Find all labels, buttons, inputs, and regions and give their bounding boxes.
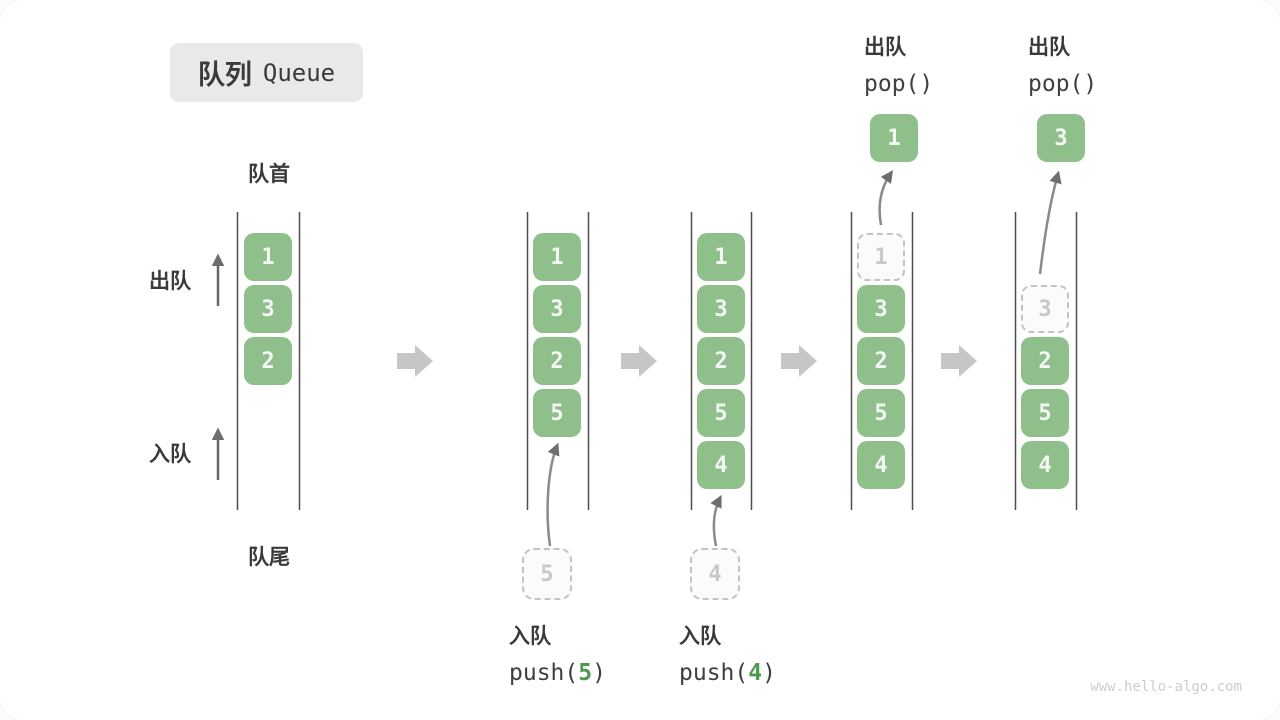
transition-arrow-3 — [781, 345, 817, 377]
queue-item: 5 — [697, 389, 745, 437]
queue-item: 3 — [244, 285, 292, 333]
queue-walls — [236, 212, 1078, 510]
enqueue-op-label: 入队 — [509, 625, 551, 648]
queue-item: 2 — [857, 337, 905, 385]
transition-arrow-4 — [941, 345, 977, 377]
popped-item: 3 — [1037, 114, 1085, 162]
queue-rear-label: 队尾 — [248, 546, 290, 569]
dequeue-op-caption: 出队 pop() — [864, 30, 933, 105]
queue-item: 1 — [533, 233, 581, 281]
pop3-flow-arrow — [1038, 170, 1062, 275]
transition-arrow-2 — [621, 345, 657, 377]
enqueue-op-code: push(5) — [509, 660, 606, 686]
removed-item-dashed: 3 — [1021, 285, 1069, 333]
popped-item: 1 — [870, 114, 918, 162]
dequeue-op-label: 出队 — [1028, 36, 1070, 59]
dequeue-op-label: 出队 — [864, 36, 906, 59]
enqueue-op-caption: 入队 push(4) — [679, 619, 776, 694]
queue-front-label: 队首 — [248, 163, 290, 186]
queue-item: 2 — [1021, 337, 1069, 385]
queue-item: 2 — [697, 337, 745, 385]
push4-flow-arrow — [710, 494, 722, 547]
queue-item: 3 — [697, 285, 745, 333]
queue-item: 1 — [244, 233, 292, 281]
enqueue-op-code: push(4) — [679, 660, 776, 686]
dequeue-side-label: 出队 — [149, 270, 191, 293]
pop1-flow-arrow — [878, 170, 893, 226]
push5-flow-arrow — [546, 442, 560, 547]
queue-item: 2 — [533, 337, 581, 385]
transition-arrow-1 — [397, 345, 433, 377]
title-en: Queue — [262, 58, 336, 87]
queue-item: 4 — [857, 441, 905, 489]
queue-item: 3 — [533, 285, 581, 333]
incoming-item-dashed: 4 — [690, 548, 740, 600]
queue-item: 3 — [857, 285, 905, 333]
flow-arrows — [546, 170, 1062, 547]
enqueue-op-label: 入队 — [679, 625, 721, 648]
enqueue-op-caption: 入队 push(5) — [509, 619, 606, 694]
title-badge: 队列 Queue — [170, 43, 363, 102]
queue-item: 4 — [697, 441, 745, 489]
dequeue-op-code: pop() — [1028, 71, 1098, 97]
dequeue-op-code: pop() — [864, 71, 934, 97]
title-zh: 队列 — [197, 60, 252, 90]
queue-item: 4 — [1021, 441, 1069, 489]
queue-item: 5 — [533, 389, 581, 437]
removed-item-dashed: 1 — [857, 233, 905, 281]
queue-item: 5 — [1021, 389, 1069, 437]
dequeue-op-caption: 出队 pop() — [1028, 30, 1097, 105]
queue-item: 1 — [697, 233, 745, 281]
queue-item: 5 — [857, 389, 905, 437]
watermark: www.hello-algo.com — [1090, 679, 1242, 695]
queue-item: 2 — [244, 337, 292, 385]
enqueue-side-label: 入队 — [149, 443, 191, 466]
incoming-item-dashed: 5 — [522, 548, 572, 600]
